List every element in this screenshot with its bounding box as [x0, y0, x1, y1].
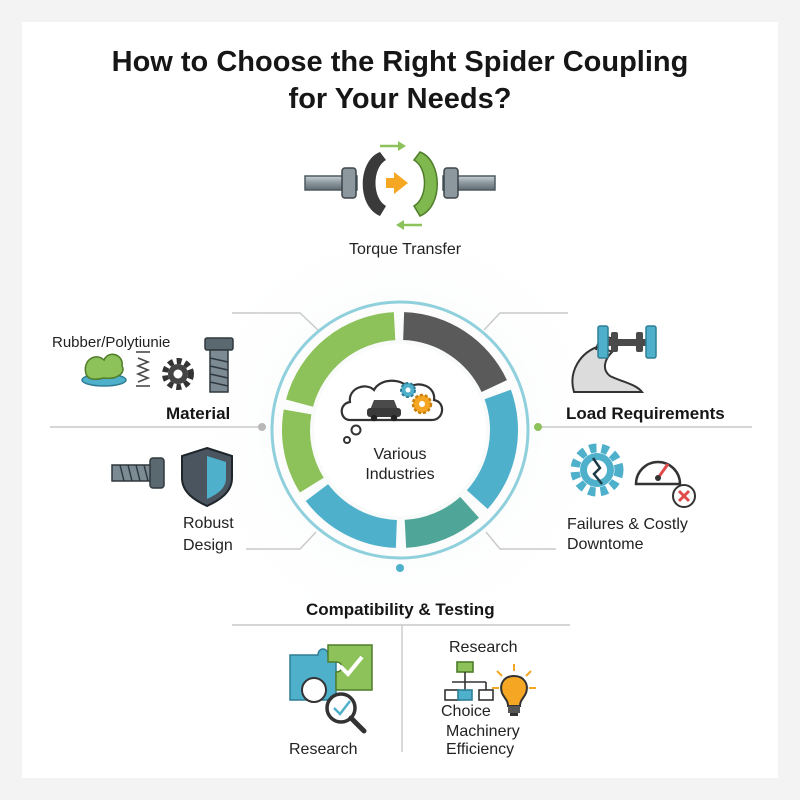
flowchart-icon [444, 661, 494, 701]
robust-line-1: Robust [183, 515, 234, 532]
ring-segment-bottom-left [305, 484, 397, 548]
center-circle [314, 344, 486, 516]
connector-dot-right [534, 423, 542, 431]
connector-dot-left [258, 423, 266, 431]
center-label-line-2: Industries [365, 466, 435, 483]
robust-design-label: Robust Design [183, 513, 234, 557]
center-label: Various Industries [340, 445, 460, 485]
screw-icon [111, 457, 165, 489]
arm-dumbbell-icon [571, 325, 657, 393]
coupling-icon [304, 141, 496, 230]
material-heading: Material [166, 404, 231, 423]
ring-segment-right [466, 389, 518, 509]
connector-lines [50, 312, 752, 752]
failures-line-1: Failures & Costly [567, 516, 688, 533]
spring-icon [135, 351, 151, 387]
compatibility-testing-heading: Compatibility & Testing [306, 600, 495, 619]
thought-cloud-car-gears-icon [340, 379, 444, 444]
torque-transfer-label: Torque Transfer [349, 241, 462, 258]
ring-segment-top-right [403, 312, 507, 392]
choice-label: Choice [441, 703, 491, 720]
gauge-warning-icon [634, 460, 696, 508]
research-right-label: Research [449, 639, 518, 656]
ring-segment-top-left [286, 312, 396, 407]
failures-line-2: Downtome [567, 536, 644, 553]
gear-icon [162, 358, 194, 390]
efficiency-line: Efficiency [446, 741, 515, 758]
center-label-line-1: Various [373, 446, 427, 463]
title-line-1: How to Choose the Right Spider Coupling [111, 46, 689, 78]
broken-gear-icon [570, 443, 624, 497]
machinery-line: Machinery [446, 723, 520, 740]
page-title: How to Choose the Right Spider Coupling … [0, 44, 800, 118]
material-items-label: Rubber/Polytiunie [52, 334, 171, 351]
rubber-pad-icon [81, 353, 127, 387]
research-left-label: Research [289, 741, 358, 758]
cycle-ring [282, 312, 518, 548]
ring-dot-bottom [396, 564, 404, 572]
lightbulb-icon [492, 664, 536, 716]
ring-segment-bottom-right [404, 496, 479, 548]
failures-label: Failures & Costly Downtome [567, 515, 688, 555]
puzzle-magnifier-icon [289, 644, 373, 734]
robust-line-2: Design [183, 537, 233, 554]
load-requirements-heading: Load Requirements [566, 404, 725, 423]
bolt-icon [204, 337, 234, 393]
ring-segment-left [282, 409, 324, 493]
shield-icon [181, 446, 233, 508]
outer-ring [270, 300, 530, 560]
machinery-efficiency-label: Machinery Efficiency [446, 723, 520, 759]
title-line-2: for Your Needs? [288, 83, 512, 115]
